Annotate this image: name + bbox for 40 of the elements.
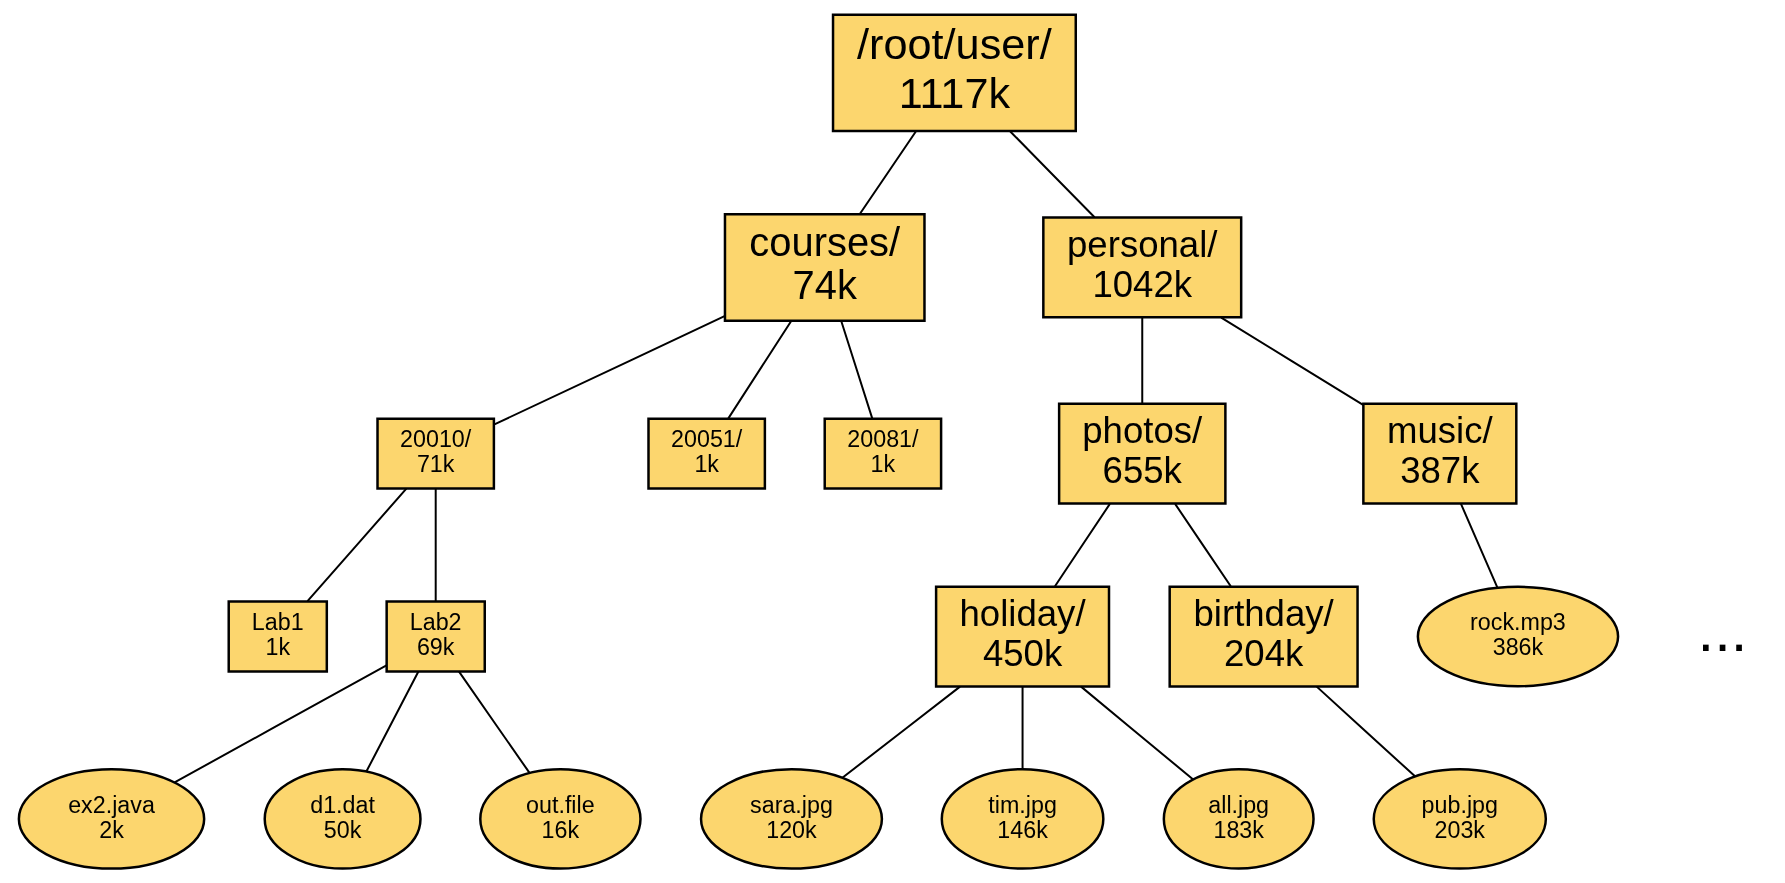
node-box: 20010/ 71k bbox=[375, 417, 495, 490]
node-box: /root/user/ 1117k bbox=[831, 13, 1077, 133]
connector bbox=[839, 320, 873, 420]
connector bbox=[1219, 316, 1364, 406]
node-ellipse: sara.jpg 120k bbox=[699, 767, 883, 870]
connector bbox=[1008, 130, 1096, 219]
node-ellipse: all.jpg 183k bbox=[1162, 767, 1315, 870]
connector bbox=[1021, 685, 1024, 771]
connector bbox=[840, 685, 961, 779]
node-ellipse: ex2.java 2k bbox=[17, 767, 205, 870]
connector bbox=[726, 320, 792, 420]
node-box: personal/ 1042k bbox=[1041, 216, 1242, 319]
node-ellipse: out.file 16k bbox=[478, 767, 642, 870]
node-box: music/ 387k bbox=[1361, 402, 1518, 505]
connector bbox=[1053, 502, 1111, 588]
connector bbox=[364, 670, 419, 773]
node-ellipse: tim.jpg 146k bbox=[940, 767, 1105, 870]
connector bbox=[1140, 316, 1143, 405]
node-box: photos/ 655k bbox=[1057, 402, 1227, 505]
connector bbox=[457, 670, 530, 774]
node-box: 20081/ 1k bbox=[822, 417, 942, 490]
node-ellipse: pub.jpg 203k bbox=[1372, 767, 1547, 870]
node-box: courses/ 74k bbox=[723, 213, 926, 322]
connector bbox=[434, 487, 437, 603]
node-ellipse: rock.mp3 386k bbox=[1416, 585, 1619, 688]
connector bbox=[858, 130, 917, 216]
node-box: birthday/ 204k bbox=[1167, 585, 1359, 688]
connector bbox=[1459, 502, 1499, 590]
connector bbox=[306, 487, 407, 603]
node-box: Lab2 69k bbox=[384, 600, 486, 673]
node-ellipse: d1.dat 50k bbox=[263, 767, 422, 870]
connector bbox=[173, 664, 387, 784]
connector bbox=[492, 315, 726, 426]
connector bbox=[1315, 685, 1416, 778]
node-box: holiday/ 450k bbox=[934, 585, 1110, 688]
connector bbox=[1079, 685, 1194, 781]
node-box: Lab1 1k bbox=[226, 600, 328, 673]
connector bbox=[1173, 502, 1232, 588]
node-box: 20051/ 1k bbox=[646, 417, 766, 490]
label: ... bbox=[1697, 597, 1747, 665]
